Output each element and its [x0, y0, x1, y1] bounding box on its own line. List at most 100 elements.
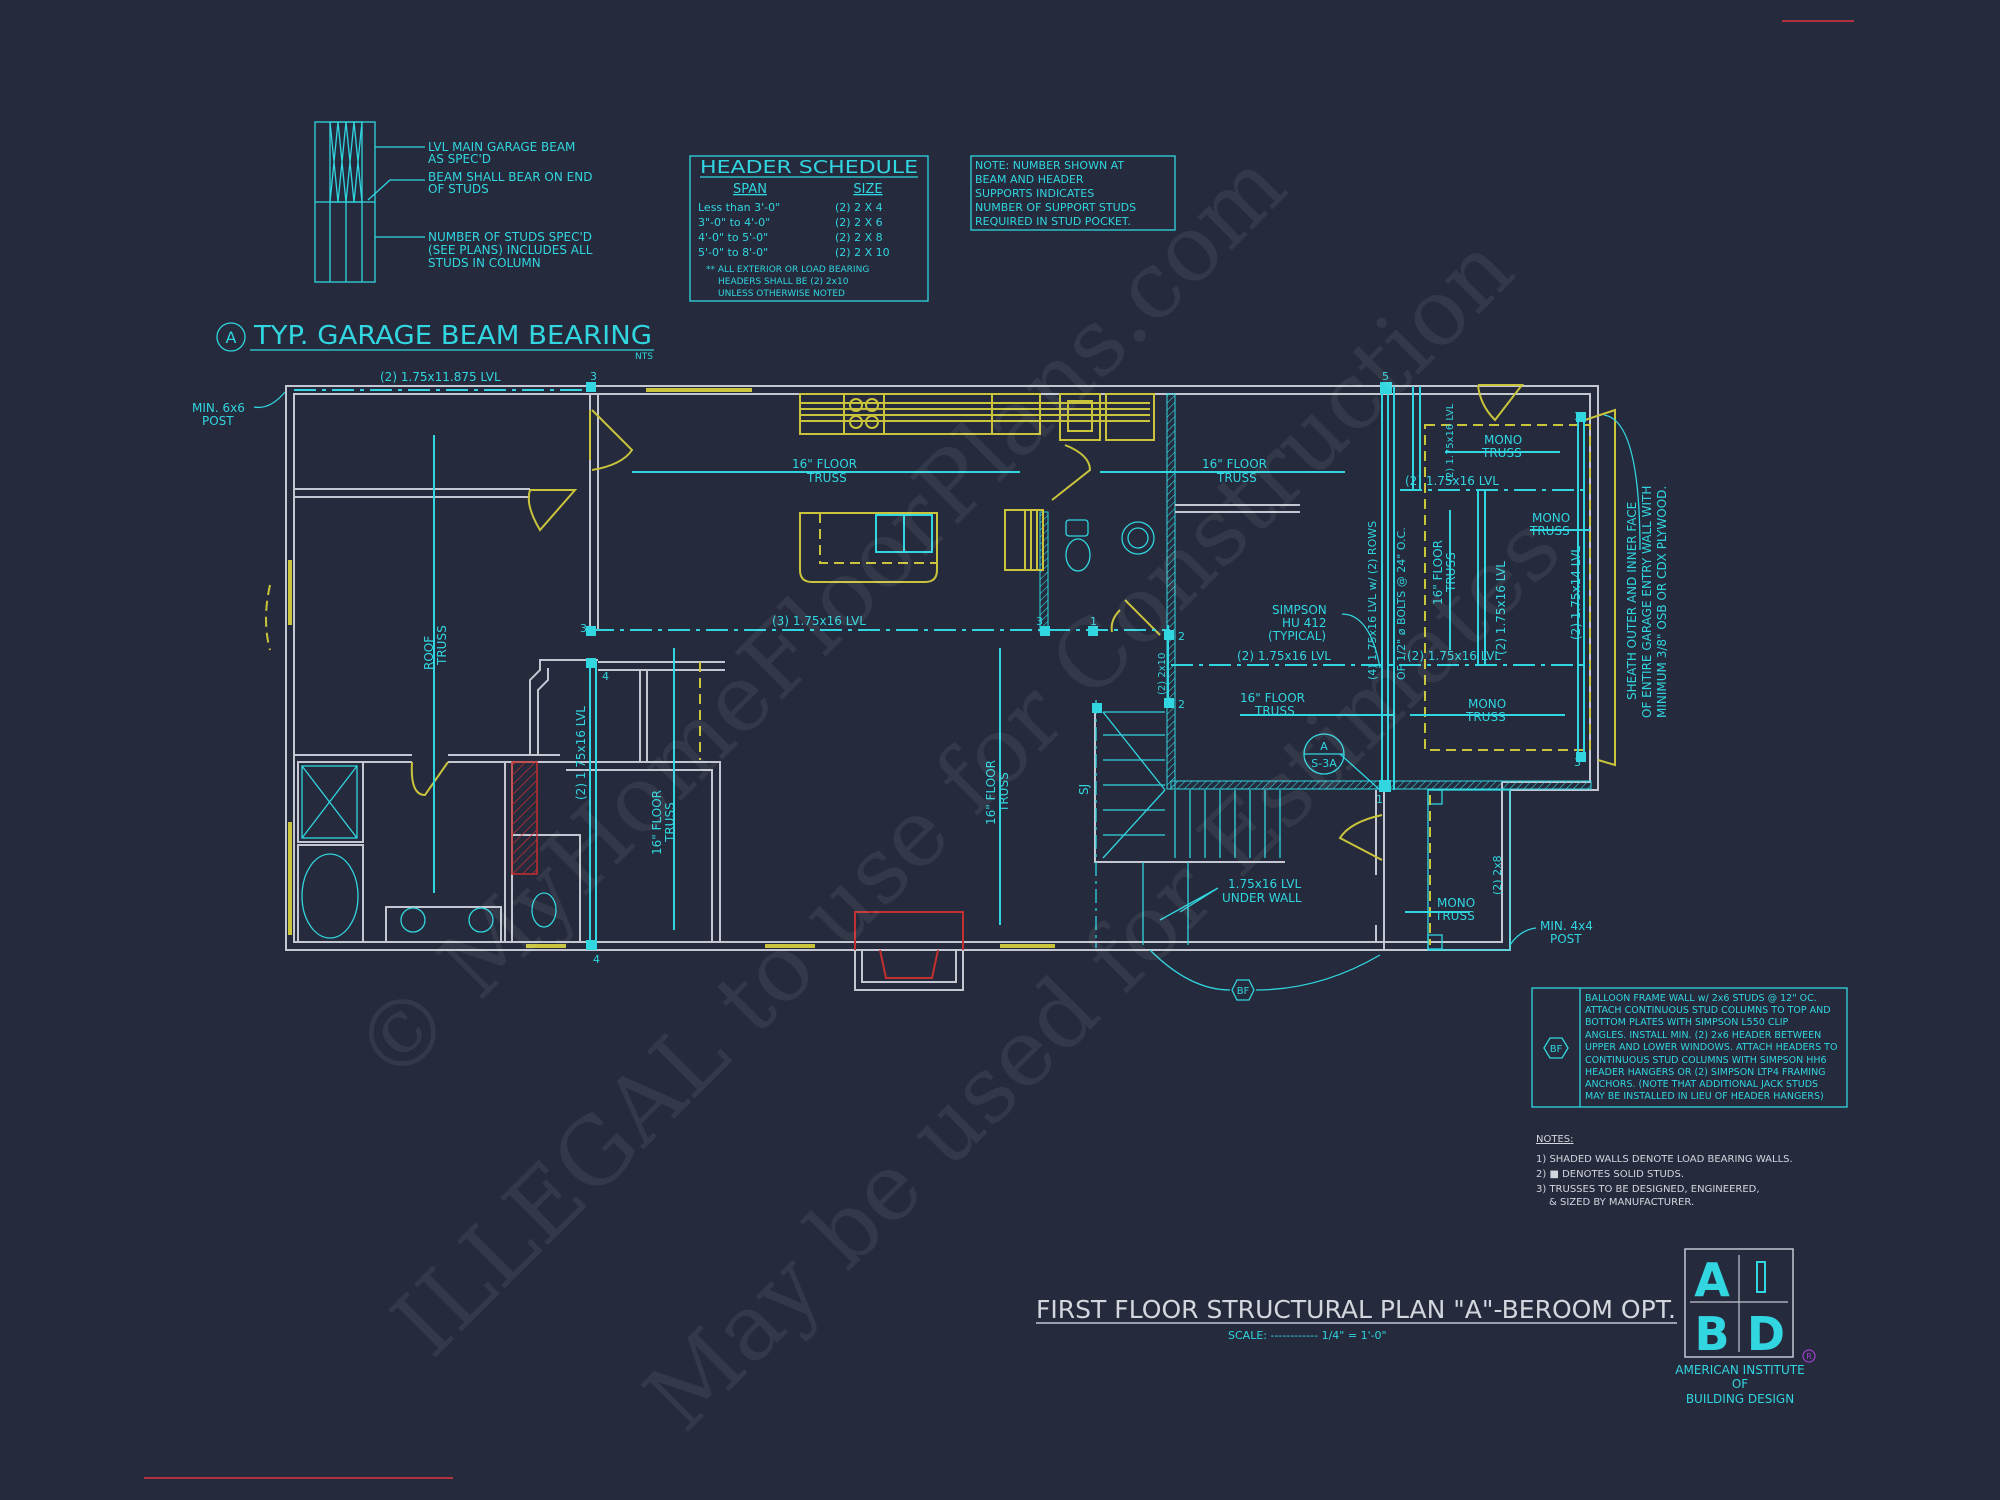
- note-line: ANCHORS. (NOTE THAT ADDITIONAL JACK STUD…: [1585, 1079, 1818, 1090]
- size-cell: (2) 2 X 10: [835, 246, 890, 259]
- truss-label: TRUSS: [1216, 471, 1257, 485]
- note-line: BOTTOM PLATES WITH SIMPSON L550 CLIP: [1585, 1017, 1789, 1028]
- detail-label: BEAM SHALL BEAR ON END: [428, 170, 592, 184]
- load-bearing-red-wall: [511, 761, 538, 875]
- truss-label: TRUSS: [806, 471, 847, 485]
- detail-marker-circle: [216, 322, 246, 352]
- beam-label: (2) 1.75x14 LVL: [1569, 546, 1583, 640]
- logo-org-line: OF: [1732, 1377, 1748, 1391]
- bf-hexagon-icon: [1543, 1037, 1569, 1059]
- table-row: 5'-0" to 8'-0"(2) 2 X 10: [698, 246, 890, 259]
- beam-bearing-detail: LVL MAIN GARAGE BEAM AS SPEC'D BEAM SHAL…: [216, 121, 654, 362]
- stud-count: 3: [580, 622, 587, 635]
- size-cell: (2) 2 X 4: [835, 201, 883, 214]
- section-marker-bottom: S-3A: [1311, 757, 1337, 770]
- logo-letter: D: [1747, 1307, 1785, 1361]
- solid-studs: [586, 382, 1586, 950]
- beam-label: (2) 1.75x16 LVL: [1405, 474, 1499, 488]
- support-stud-note: NOTE: NUMBER SHOWN AT BEAM AND HEADER SU…: [970, 155, 1176, 231]
- truss-label: TRUSS: [435, 625, 449, 666]
- table-row: 3"-0" to 4'-0" (2) 2 X 6: [698, 216, 883, 229]
- stud-count: 4: [593, 953, 600, 966]
- note-line: UPPER AND LOWER WINDOWS. ATTACH HEADERS …: [1585, 1042, 1837, 1053]
- detail-marker: A: [226, 328, 237, 347]
- truss-label: TRUSS: [997, 772, 1011, 813]
- truss-label: 16" FLOOR: [1202, 457, 1267, 471]
- watermark-line: ILLEGAL to use for Construction: [372, 215, 1533, 1376]
- sheathing-note: SHEATH OUTER AND INNER FACE: [1625, 502, 1639, 700]
- bf-tag: BF: [1550, 1044, 1563, 1055]
- truss-label: TRUSS: [1444, 552, 1458, 593]
- header-schedule-title: HEADER SCHEDULE: [700, 157, 918, 178]
- logo-letter: B: [1694, 1307, 1729, 1361]
- drawing-title: FIRST FLOOR STRUCTURAL PLAN "A"-BEROOM O…: [1036, 1295, 1676, 1324]
- note-item: 2) ■ DENOTES SOLID STUDS.: [1536, 1169, 1684, 1180]
- note-item: & SIZED BY MANUFACTURER.: [1549, 1197, 1694, 1208]
- header-schedule: HEADER SCHEDULE SPAN SIZE Less than 3'-0…: [689, 155, 929, 302]
- truss-label: TRUSS: [663, 802, 677, 843]
- truss-label: TRUSS: [1434, 909, 1475, 923]
- notes-heading: NOTES:: [1536, 1134, 1574, 1145]
- bf-hexagon-icon: [1231, 979, 1255, 1001]
- note-line: MAY BE INSTALLED IN LIEU OF HEADER HANGE…: [1585, 1091, 1824, 1102]
- span-cell: 3"-0" to 4'-0": [698, 216, 770, 229]
- note-line: BALLOON FRAME WALL w/ 2x6 STUDS @ 12" OC…: [1585, 993, 1817, 1004]
- beam-label: (2) 1.75x16 LVL: [574, 706, 588, 800]
- schedule-footnote: UNLESS OTHERWISE NOTED: [718, 289, 845, 299]
- hanger-label: SIMPSON: [1272, 603, 1327, 617]
- span-cell: Less than 3'-0": [698, 201, 780, 214]
- detail-title: TYP. GARAGE BEAM BEARING: [253, 321, 652, 351]
- truss-label: TRUSS: [1465, 710, 1506, 724]
- truss-label: TRUSS: [1481, 446, 1522, 460]
- note-line: NOTE: NUMBER SHOWN AT: [975, 159, 1124, 172]
- note-item: 1) SHADED WALLS DENOTE LOAD BEARING WALL…: [1536, 1154, 1793, 1165]
- detail-scale-note: NTS: [635, 352, 653, 362]
- table-row: 4'-0" to 5'-0" (2) 2 X 8: [698, 231, 883, 244]
- beam-label: UNDER WALL: [1222, 891, 1302, 905]
- post-label: POST: [1550, 932, 1582, 946]
- balloon-frame-note: BF BALLOON FRAME WALL w/ 2x6 STUDS @ 12"…: [1531, 987, 1848, 1108]
- note-line: BEAM AND HEADER: [975, 173, 1084, 186]
- general-notes: NOTES: 1) SHADED WALLS DENOTE LOAD BEARI…: [1536, 1134, 1793, 1208]
- stud-count: 2: [1178, 698, 1185, 711]
- column-header-size: SIZE: [853, 182, 882, 197]
- span-cell: 4'-0" to 5'-0": [698, 231, 768, 244]
- truss-label: MONO: [1532, 511, 1570, 525]
- title-block: FIRST FLOOR STRUCTURAL PLAN "A"-BEROOM O…: [1036, 1295, 1677, 1342]
- column-header-span: SPAN: [733, 182, 767, 197]
- section-marker-top: A: [1320, 740, 1328, 753]
- beam-label: OF 1/2" ø BOLTS @ 24" O.C.: [1395, 527, 1408, 680]
- truss-label: 16" FLOOR: [1240, 691, 1305, 705]
- stud-count: 1: [1090, 615, 1097, 628]
- size-cell: (2) 2 X 8: [835, 231, 883, 244]
- sheathing-note: OF ENTIRE GARAGE ENTRY WALL WITH: [1640, 486, 1654, 718]
- stair-label: SJ: [1077, 784, 1091, 795]
- logo-letter: A: [1694, 1253, 1730, 1307]
- bf-tag: BF: [1237, 986, 1250, 997]
- size-cell: (2) 2 X 6: [835, 216, 883, 229]
- post-label: MIN. 6x6: [192, 401, 245, 415]
- schedule-footnote: ** ALL EXTERIOR OR LOAD BEARING: [706, 265, 869, 275]
- detail-label: STUDS IN COLUMN: [428, 256, 541, 270]
- hanger-label: (TYPICAL): [1268, 629, 1326, 643]
- header-label: (2) 2x8: [1491, 855, 1504, 895]
- detail-label: NUMBER OF STUDS SPEC'D: [428, 230, 592, 244]
- stud-count: 1: [1376, 793, 1383, 806]
- post-label: POST: [202, 414, 234, 428]
- drawing-scale: SCALE: ------------ 1/4" = 1'-0": [1228, 1329, 1387, 1342]
- sheathing-note: MINIMUM 3/8" OSB OR CDX PLYWOOD.: [1655, 486, 1669, 718]
- logo-org-line: BUILDING DESIGN: [1686, 1392, 1794, 1406]
- schedule-footnote: HEADERS SHALL BE (2) 2x10: [718, 277, 849, 287]
- note-line: REQUIRED IN STUD POCKET.: [975, 215, 1131, 228]
- note-item: 3) TRUSSES TO BE DESIGNED, ENGINEERED,: [1536, 1184, 1760, 1195]
- beam-label: (4) 1.75x16 LVL w/ (2) ROWS: [1366, 521, 1379, 680]
- hanger-label: HU 412: [1282, 616, 1327, 630]
- beam-label: (2) 1.75x11.875 LVL: [380, 370, 501, 384]
- truss-label: MONO: [1437, 896, 1475, 910]
- note-line: HEADER HANGERS OR (2) SIMPSON LTP4 FRAMI…: [1585, 1067, 1826, 1078]
- floor-plan: A S-3A BF (2) 1.75x11.875 LVL MIN. 6x6 P…: [192, 370, 1669, 1001]
- truss-label: TRUSS: [1254, 704, 1295, 718]
- aibd-logo: A B D R AMERICAN INSTITUTE OF BUILDING D…: [1675, 1248, 1816, 1406]
- truss-label: 16" FLOOR: [984, 760, 998, 825]
